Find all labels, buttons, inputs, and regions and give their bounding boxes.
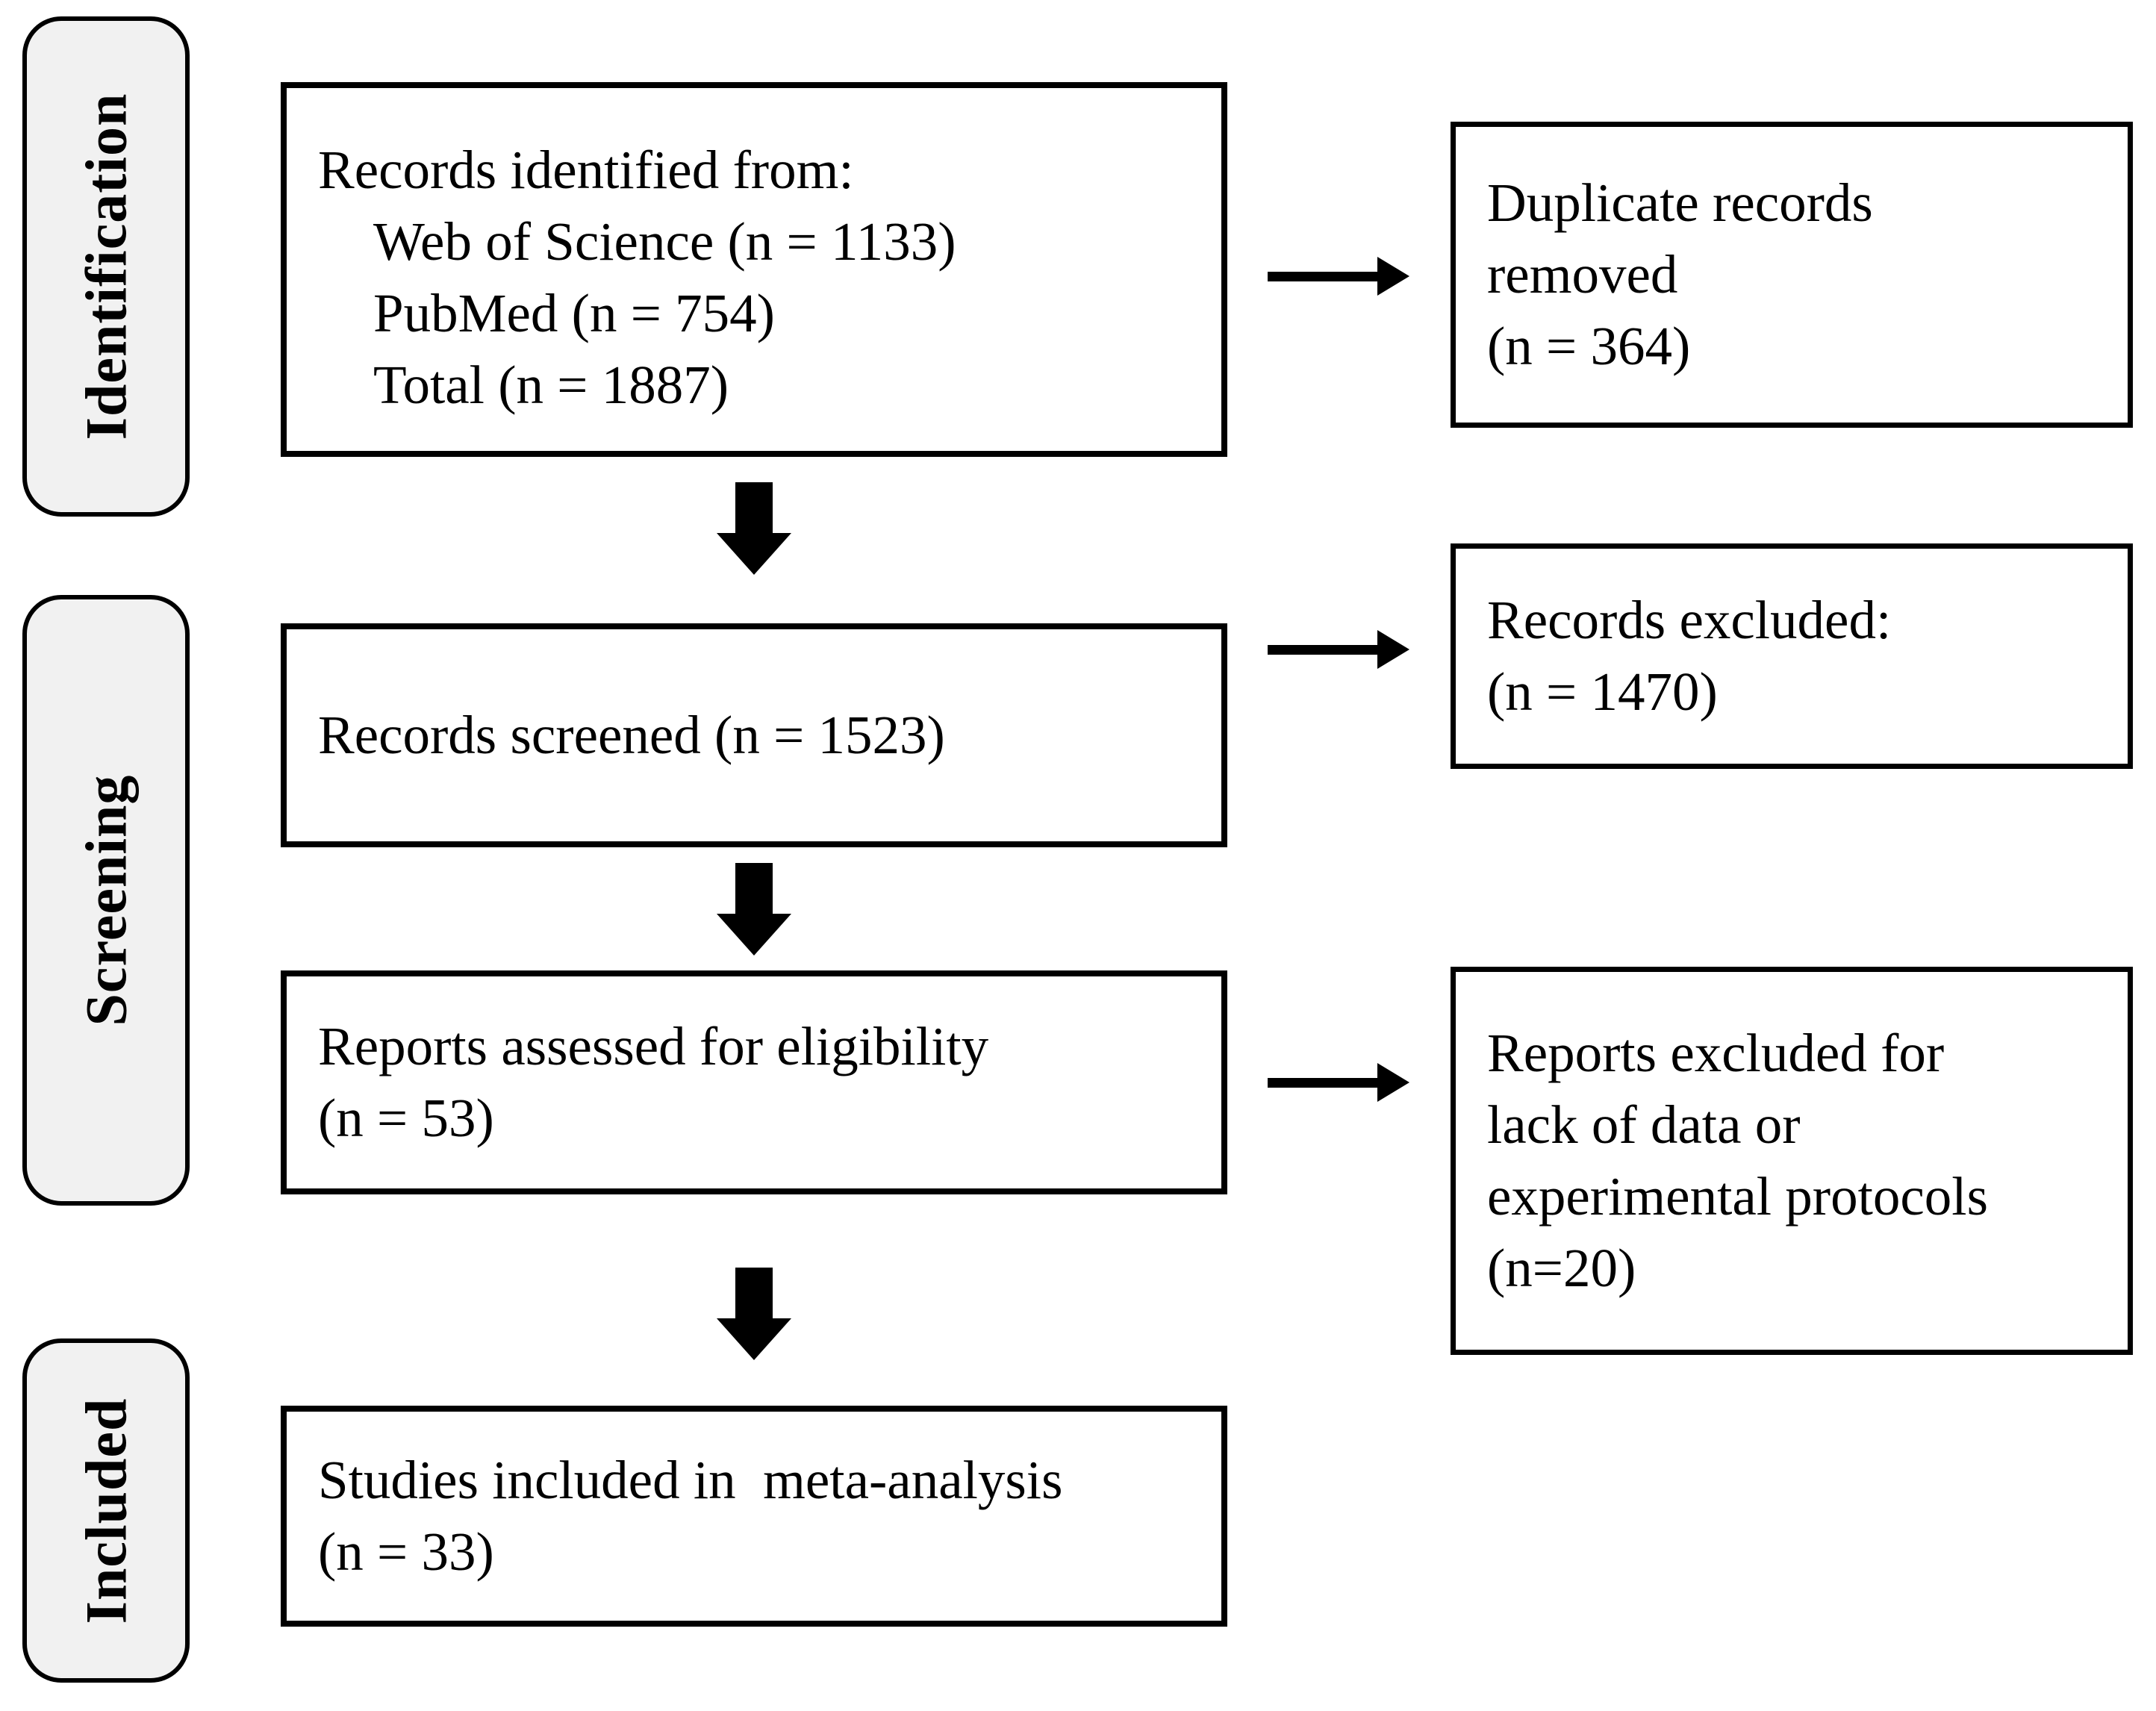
- studies-included-line: Studies included in meta-analysis: [318, 1450, 1063, 1510]
- records-identified-source-pubmed: PubMed (n = 754): [373, 283, 775, 343]
- arrow-right-screened-to-excluded-icon: [1268, 630, 1409, 669]
- duplicates-removed-count: (n = 364): [1487, 316, 1691, 376]
- stage-identification: Identification: [22, 16, 190, 517]
- box-records-excluded: Records excluded: (n = 1470): [1451, 543, 2133, 769]
- duplicates-removed-line1: Duplicate records: [1487, 172, 1873, 233]
- box-studies-included: Studies included in meta-analysis (n = 3…: [281, 1406, 1227, 1627]
- box-reports-assessed: Reports assessed for eligibility (n = 53…: [281, 970, 1227, 1194]
- records-excluded-count: (n = 1470): [1487, 661, 1718, 722]
- reports-excluded-count: (n=20): [1487, 1238, 1636, 1298]
- stage-screening-label: Screening: [73, 774, 139, 1026]
- reports-excluded-line2: lack of data or: [1487, 1094, 1801, 1155]
- arrow-right-assessed-to-excluded-icon: [1268, 1063, 1409, 1102]
- records-excluded-line: Records excluded:: [1487, 590, 1892, 650]
- box-duplicate-records-removed: Duplicate records removed (n = 364): [1451, 122, 2133, 428]
- records-identified-line: Records identified from:: [318, 140, 854, 200]
- records-identified-total: Total (n = 1887): [373, 355, 729, 415]
- stage-included: Included: [22, 1338, 190, 1683]
- reports-assessed-line: Reports assessed for eligibility: [318, 1016, 989, 1076]
- arrow-down-assessed-to-included-icon: [717, 1268, 791, 1360]
- records-screened-line: Records screened (n = 1523): [318, 705, 945, 765]
- reports-excluded-line3: experimental protocols: [1487, 1166, 1988, 1227]
- arrow-right-identified-to-duplicates-icon: [1268, 257, 1409, 296]
- reports-excluded-line1: Reports excluded for: [1487, 1023, 1945, 1083]
- box-records-identified: Records identified from: Web of Science …: [281, 82, 1227, 457]
- stage-included-label: Included: [73, 1397, 139, 1624]
- duplicates-removed-line2: removed: [1487, 244, 1678, 305]
- stage-identification-label: Identification: [73, 93, 139, 440]
- stage-screening: Screening: [22, 595, 190, 1206]
- arrow-down-identified-to-screened-icon: [717, 482, 791, 575]
- box-records-screened: Records screened (n = 1523): [281, 623, 1227, 847]
- arrow-down-screened-to-assessed-icon: [717, 863, 791, 956]
- records-identified-source-web-of-science: Web of Science (n = 1133): [373, 211, 956, 272]
- reports-assessed-count: (n = 53): [318, 1088, 494, 1148]
- studies-included-count: (n = 33): [318, 1521, 494, 1582]
- box-reports-excluded: Reports excluded for lack of data or exp…: [1451, 967, 2133, 1355]
